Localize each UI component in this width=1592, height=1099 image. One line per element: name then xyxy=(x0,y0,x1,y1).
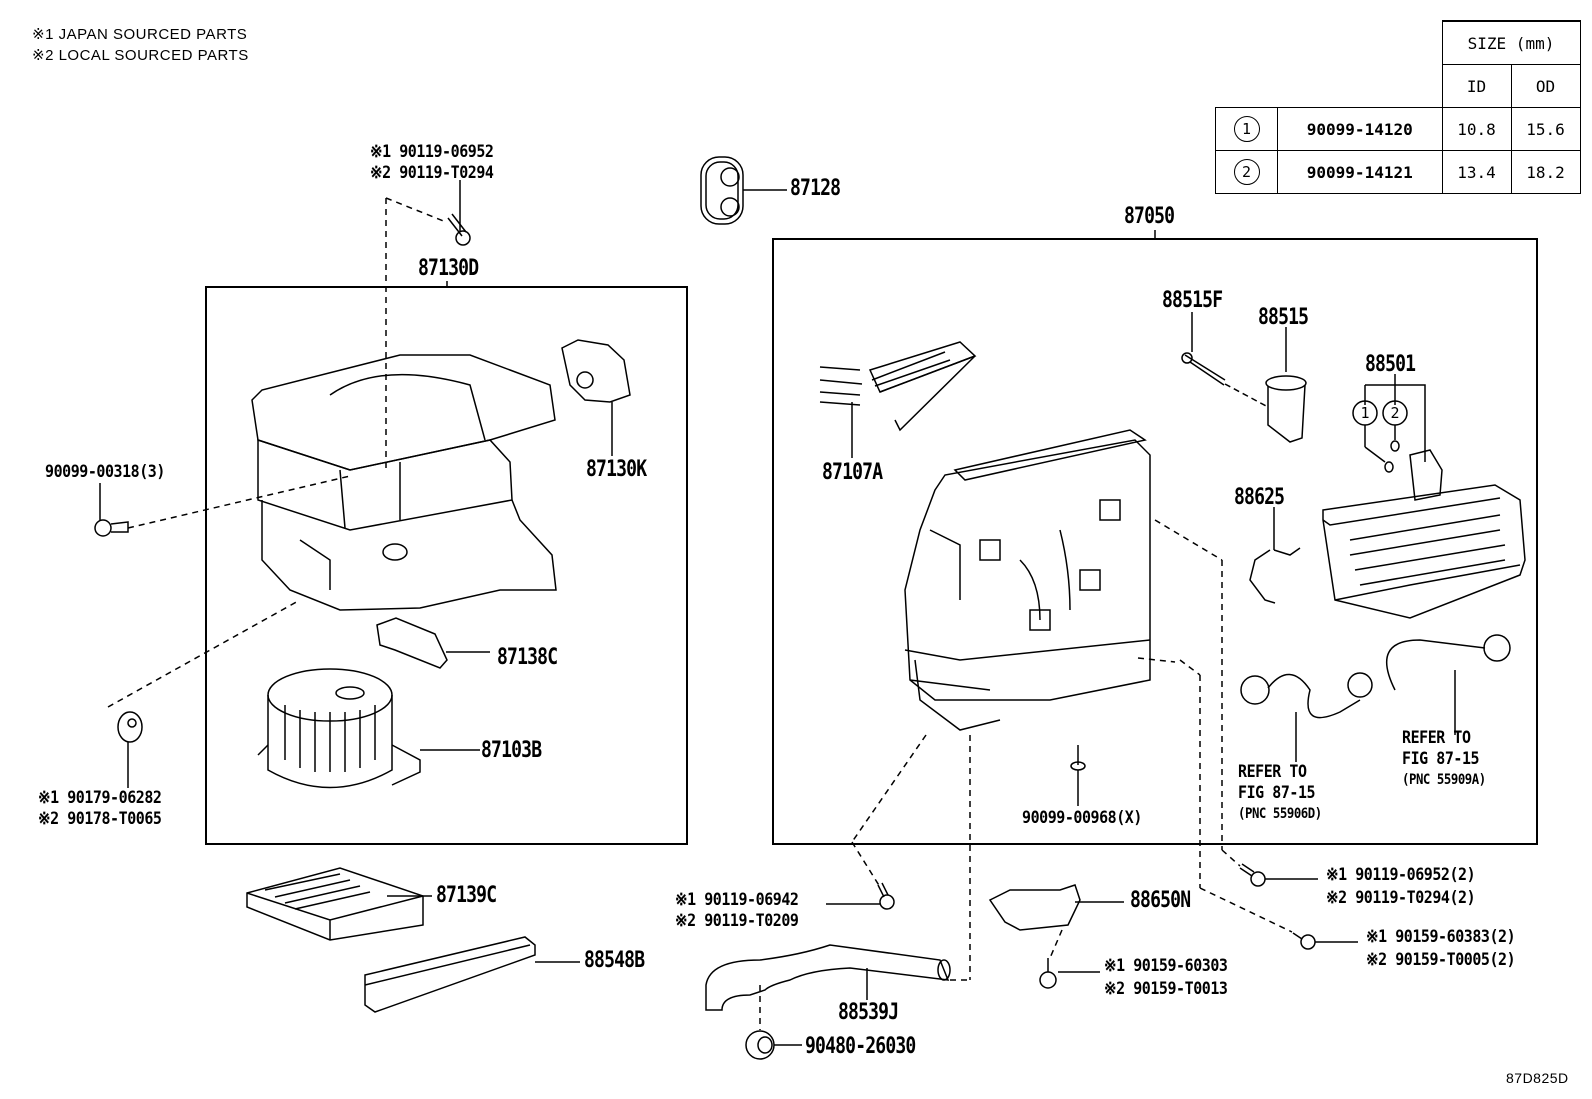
figure-id: 87D825D xyxy=(1506,1070,1569,1086)
callout-2: 2 xyxy=(1390,404,1400,422)
part-label-87138C[interactable]: 87138C xyxy=(497,645,558,670)
assembly-lines xyxy=(107,197,1293,1030)
part-number[interactable]: 90099-14121 xyxy=(1277,150,1443,194)
part-label-88548B[interactable]: 88548B xyxy=(584,948,645,973)
part-label-87130D[interactable]: 87130D xyxy=(418,256,479,281)
col-od: OD xyxy=(1510,64,1581,108)
part-label-87139C[interactable]: 87139C xyxy=(436,883,497,908)
part-label-screw-right[interactable]: ※1 90159-60383(2) ※2 90159-T0005(2) xyxy=(1366,927,1516,970)
hvac-unit-icon xyxy=(904,429,1151,731)
resistor-icon xyxy=(376,617,490,669)
part-label-88501[interactable]: 88501 xyxy=(1365,352,1416,377)
part-label-87128[interactable]: 87128 xyxy=(790,176,841,201)
legend-local-sourced: ※2 LOCAL SOURCED PARTS xyxy=(32,47,249,64)
part-label-88515[interactable]: 88515 xyxy=(1258,305,1309,330)
id-value: 10.8 xyxy=(1441,107,1512,151)
refer-to-fig-left[interactable]: REFER TO FIG 87-15 (PNC 55906D) xyxy=(1238,762,1322,822)
id-value: 13.4 xyxy=(1441,150,1512,194)
evaporator-icon xyxy=(1322,449,1526,619)
heater-core-icon xyxy=(819,341,977,458)
part-number[interactable]: 90099-14120 xyxy=(1277,107,1443,151)
legend-japan-sourced: ※1 JAPAN SOURCED PARTS xyxy=(32,26,248,43)
expansion-valve-icon xyxy=(1181,312,1307,443)
callout-1: 1 xyxy=(1360,404,1370,422)
part-label-87050[interactable]: 87050 xyxy=(1124,204,1175,229)
table-row: 2 90099-14121 13.4 18.2 xyxy=(1215,150,1581,194)
part-label-87107A[interactable]: 87107A xyxy=(822,460,883,485)
cabin-filter-icon xyxy=(246,867,432,941)
blower-case-icon xyxy=(251,354,557,611)
part-label-88625[interactable]: 88625 xyxy=(1234,485,1285,510)
part-label-top-bolt[interactable]: ※1 90119-06952 ※2 90119-T0294 xyxy=(370,142,494,183)
part-label-88515F[interactable]: 88515F xyxy=(1162,288,1223,313)
col-id: ID xyxy=(1441,64,1512,108)
od-value: 15.6 xyxy=(1510,107,1581,151)
grommet-icon xyxy=(700,156,787,225)
od-value: 18.2 xyxy=(1510,150,1581,194)
table-row: 1 90099-14120 10.8 15.6 xyxy=(1215,107,1581,151)
size-header: SIZE (mm) xyxy=(1441,20,1581,65)
part-label-88650N[interactable]: 88650N xyxy=(1130,888,1191,913)
fasteners-icon xyxy=(94,180,1358,1060)
frame-87130D xyxy=(205,286,688,845)
part-label-87103B[interactable]: 87103B xyxy=(481,738,542,763)
part-label-screw-88650[interactable]: ※1 90159-60303 ※2 90159-T0013 xyxy=(1104,956,1228,999)
size-table: SIZE (mm) ID OD 1 90099-14120 10.8 15.6 … xyxy=(1215,20,1581,194)
temp-sensor-icon xyxy=(1249,507,1301,604)
part-label-clip[interactable]: ※1 90179-06282 ※2 90178-T0065 xyxy=(38,788,162,829)
refer-to-fig-right[interactable]: REFER TO FIG 87-15 (PNC 55909A) xyxy=(1402,728,1486,788)
part-label-87130K[interactable]: 87130K xyxy=(586,457,647,482)
part-label-bolt-right[interactable]: ※1 90119-06952(2) ※2 90119-T0294(2) xyxy=(1326,865,1476,908)
part-label-90099-00968[interactable]: 90099-00968(X) xyxy=(1022,808,1142,828)
blower-motor-icon xyxy=(257,668,480,789)
o-ring-callouts xyxy=(1352,374,1426,473)
ref-callout: 1 xyxy=(1233,116,1260,142)
actuator-icon xyxy=(561,339,631,456)
part-label-88539J[interactable]: 88539J xyxy=(838,1000,899,1025)
part-label-90480-26030[interactable]: 90480-26030 xyxy=(805,1034,916,1059)
part-label-90099-00318[interactable]: 90099-00318(3) xyxy=(45,462,165,482)
part-label-bolt-hose[interactable]: ※1 90119-06942 ※2 90119-T0209 xyxy=(675,890,799,931)
ref-callout: 2 xyxy=(1233,159,1260,185)
aspirator-icon xyxy=(364,936,580,1013)
wire-harness-icon xyxy=(1240,634,1511,762)
legend: ※1 JAPAN SOURCED PARTS ※2 LOCAL SOURCED … xyxy=(32,24,249,66)
